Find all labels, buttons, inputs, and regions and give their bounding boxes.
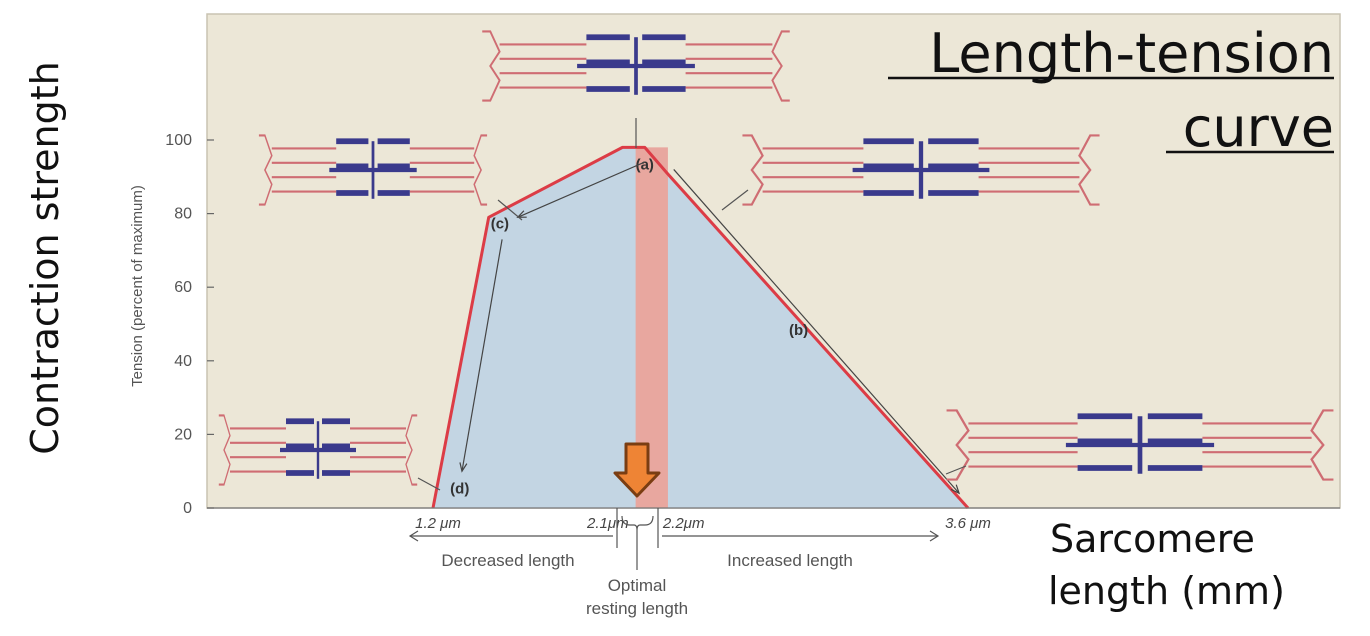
point-label-0: (a) (636, 156, 654, 173)
chart-title: Length-tension curve (888, 22, 1334, 159)
arrow-head-2 (459, 462, 468, 473)
x-tick-label-2: 2.2μm (662, 515, 705, 532)
arrow-head-0 (516, 210, 527, 218)
leader-line-c (497, 199, 523, 221)
arrow-line-2 (461, 239, 503, 472)
arrow-head-1 (950, 484, 961, 495)
length-arrows (408, 508, 940, 570)
chart-layer: 0 20 40 60 80 100 1.2 μm 2.1μm 2.2μm 3.6 μm (a) (b)… (165, 132, 1340, 532)
leader-line-long (721, 189, 749, 211)
y-tick-label-0: 0 (183, 500, 192, 517)
down-arrow-icon (613, 442, 661, 498)
tension-curve (431, 145, 970, 510)
optimal-label-line2: resting length (586, 599, 688, 618)
y-tick-label-80: 80 (174, 206, 192, 223)
point-label-3: (d) (450, 480, 469, 497)
optimal-label-line1: Optimal (608, 576, 667, 595)
title-line-2: curve (1183, 96, 1334, 159)
arrow-line-0 (517, 161, 646, 218)
x-tick-label-3: 3.6 μm (945, 515, 991, 532)
y-tick-label-100: 100 (165, 132, 192, 149)
y-tick-label-40: 40 (174, 353, 192, 370)
leader-line-overstretched (945, 465, 967, 475)
tension-area (433, 147, 968, 509)
y-tick-label-60: 60 (174, 279, 192, 296)
title-line-1: Length-tension (929, 22, 1334, 85)
x-tick-label-1: 2.1μm (586, 515, 629, 532)
y-tick-label-20: 20 (174, 426, 192, 443)
arrow-line-1 (673, 169, 960, 494)
inner-y-axis-label: Tension (percent of maximum) (129, 185, 146, 387)
increased-length-label: Increased length (727, 551, 853, 570)
outer-x-axis-label-line2: length (mm) (1048, 569, 1285, 613)
point-label-2: (c) (491, 215, 509, 232)
decreased-length-label: Decreased length (441, 551, 574, 570)
x-tick-label-0: 1.2 μm (415, 515, 461, 532)
outer-y-axis-label: Contraction strength (23, 61, 67, 455)
leader-line-d (417, 477, 441, 491)
outer-x-axis-label-line1: Sarcomere (1050, 517, 1255, 561)
point-label-1: (b) (789, 322, 808, 339)
